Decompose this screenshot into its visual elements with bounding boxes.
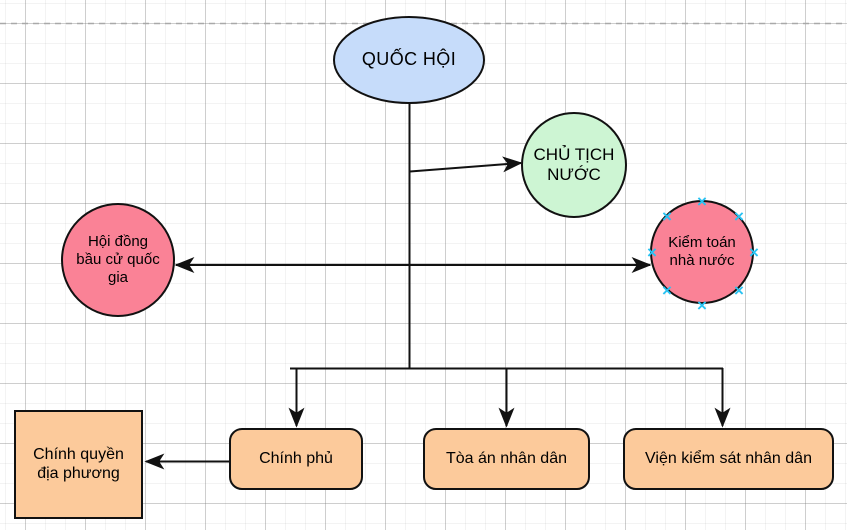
edge-quochoi-chutichnuoc[interactable] bbox=[409, 156, 523, 173]
node-vien-kiem-sat-nhan-dan[interactable] bbox=[623, 428, 834, 490]
node-hoi-dong-bau-cu-quoc-gia[interactable] bbox=[61, 203, 175, 317]
node-kiem-toan-nha-nuoc[interactable] bbox=[650, 200, 754, 304]
node-quoc-hoi[interactable] bbox=[333, 16, 485, 104]
node-chinh-quyen-dia-phuong[interactable] bbox=[14, 410, 143, 519]
node-chinh-phu[interactable] bbox=[229, 428, 363, 490]
node-toa-an-nhan-dan[interactable] bbox=[423, 428, 590, 490]
node-chu-tich-nuoc[interactable] bbox=[521, 112, 627, 218]
